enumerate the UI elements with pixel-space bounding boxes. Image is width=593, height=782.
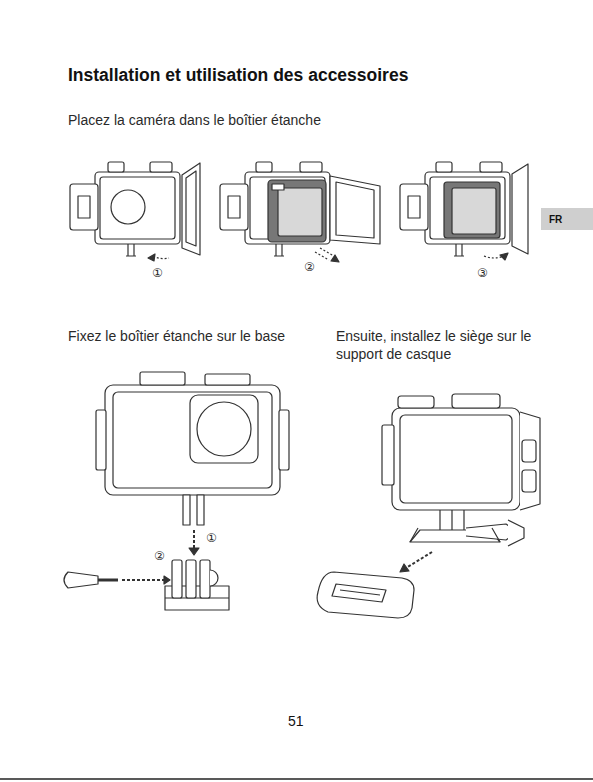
instruction-text: Fixez le boîtier étanche sur le base <box>68 328 318 346</box>
page-number: 51 <box>288 713 304 731</box>
instruction-text: Placez la caméra dans le boîtier étanche <box>68 112 321 130</box>
step-number: ① <box>206 531 217 546</box>
step-number: ① <box>152 266 163 281</box>
tab-text: FR <box>549 214 562 225</box>
adhesive-base <box>317 572 414 618</box>
housing-front <box>96 372 289 525</box>
page-title: Installation et utilisation des accessoi… <box>68 65 408 87</box>
housing-step-2 <box>220 162 380 256</box>
page-rule <box>0 778 593 780</box>
mount-base <box>64 560 229 610</box>
step-number: ② <box>154 549 165 564</box>
language-tab: FR <box>541 208 593 230</box>
step-number: ③ <box>477 266 488 281</box>
housing-step-3 <box>400 162 528 256</box>
housing-step-1 <box>70 162 200 256</box>
step-number: ② <box>304 260 315 275</box>
instruction-text: Ensuite, installez le siège sur le suppo… <box>336 328 551 363</box>
housing-side <box>382 394 540 546</box>
